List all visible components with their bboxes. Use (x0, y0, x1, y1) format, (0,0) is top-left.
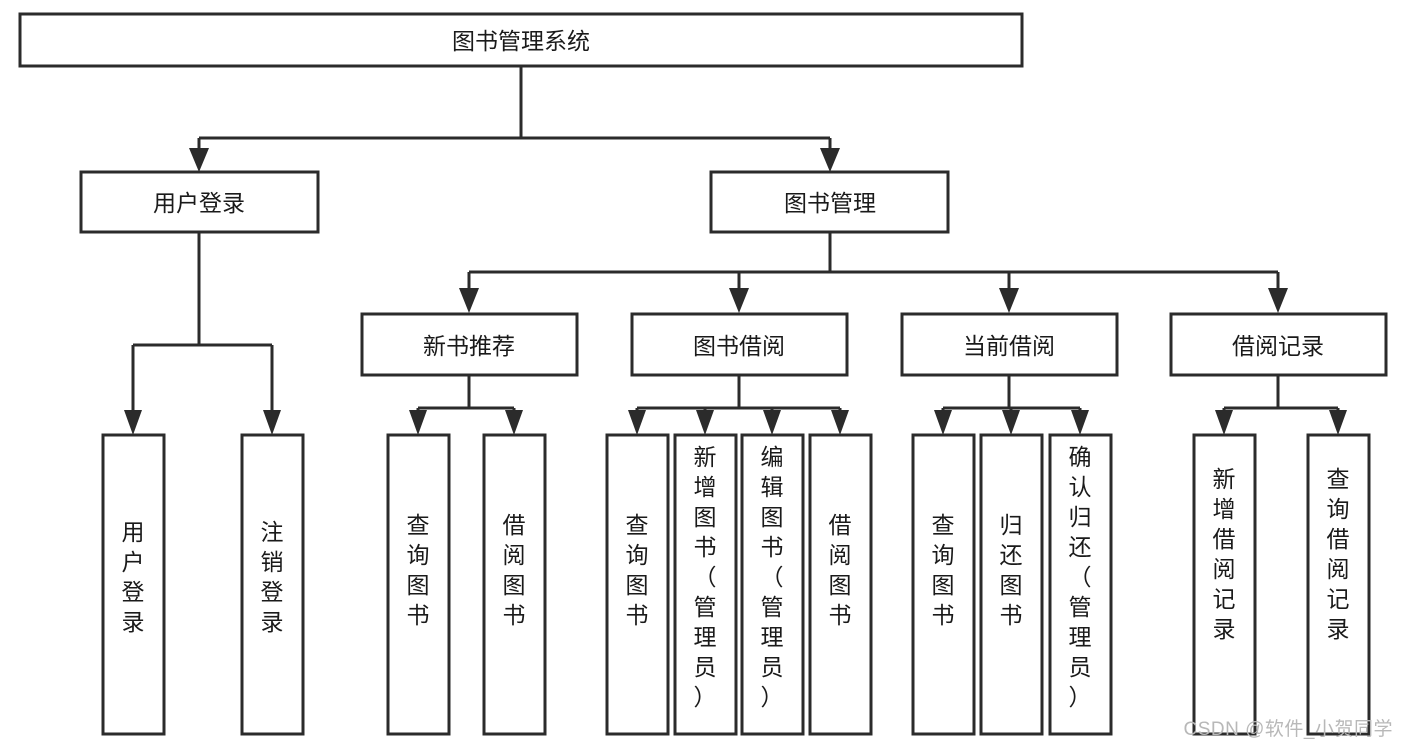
connector-group-borrow-record-to-leaves (1215, 375, 1347, 435)
arrow-head-leaf-query-book-3 (934, 410, 952, 435)
node-leaf-query-book-3-label: 查询图书 (932, 512, 955, 628)
node-user-login-box[interactable] (79, 170, 320, 234)
arrow-head-user-login (189, 148, 209, 172)
connector-group-new-book-recommend-to-leaves (409, 375, 523, 435)
arrow-head-leaf-add-record (1215, 410, 1233, 435)
arrow-head-leaf-edit-book (763, 410, 781, 435)
node-current-borrow[interactable]: 当前借阅 (900, 312, 1119, 377)
arrow-head-current-borrow (999, 288, 1019, 313)
arrow-head-book-borrow (729, 288, 749, 313)
node-leaf-query-book-1-label: 查询图书 (407, 512, 430, 628)
node-leaf-query-record[interactable]: 查询借阅记录 (1306, 433, 1371, 736)
node-leaf-query-book-2-label: 查询图书 (626, 512, 649, 628)
node-leaf-borrow-book-1[interactable]: 借阅图书 (482, 433, 547, 736)
node-leaf-user-login-label: 用户登录 (122, 519, 145, 635)
node-leaf-add-book[interactable]: 新增图书（管理员） (673, 433, 738, 736)
node-leaf-edit-book[interactable]: 编辑图书（管理员） (740, 433, 805, 736)
node-user-login-label: 用户登录 (153, 190, 245, 216)
node-leaf-confirm-return-box[interactable] (1048, 433, 1113, 736)
connector-group-book-management-to-level2 (459, 232, 1288, 313)
node-leaf-query-book-2-box[interactable] (605, 433, 670, 736)
node-leaf-return-book[interactable]: 归还图书 (979, 433, 1044, 736)
node-borrow-record[interactable]: 借阅记录 (1169, 312, 1388, 377)
node-leaf-query-record-box[interactable] (1306, 433, 1371, 736)
node-book-borrow-box[interactable] (630, 312, 849, 377)
node-leaf-user-logout-box[interactable] (240, 433, 305, 736)
arrow-head-leaf-borrow-book-2 (831, 410, 849, 435)
node-leaf-return-book-label: 归还图书 (1000, 512, 1023, 628)
arrow-head-borrow-record (1268, 288, 1288, 313)
node-new-book-recommend-box[interactable] (360, 312, 579, 377)
node-leaf-edit-book-box[interactable] (740, 433, 805, 736)
node-leaf-add-record-label: 新增借阅记录 (1213, 466, 1236, 642)
arrow-head-leaf-user-logout (263, 410, 281, 435)
node-leaf-user-logout[interactable]: 注销登录 (240, 433, 305, 736)
node-leaf-edit-book-label: 编辑图书（管理员） (761, 444, 784, 710)
node-leaf-query-book-1-box[interactable] (386, 433, 451, 736)
node-leaf-return-book-box[interactable] (979, 433, 1044, 736)
node-leaf-add-record-box[interactable] (1192, 433, 1257, 736)
node-root-label: 图书管理系统 (452, 28, 590, 54)
node-leaf-confirm-return[interactable]: 确认归还（管理员） (1048, 433, 1113, 736)
node-borrow-record-label: 借阅记录 (1232, 333, 1324, 359)
arrow-head-leaf-query-book-1 (409, 410, 427, 435)
node-current-borrow-box[interactable] (900, 312, 1119, 377)
node-book-borrow-label: 图书借阅 (693, 333, 785, 359)
node-leaf-query-book-2[interactable]: 查询图书 (605, 433, 670, 736)
node-leaf-borrow-book-1-box[interactable] (482, 433, 547, 736)
arrow-head-book-management (820, 148, 840, 172)
node-borrow-record-box[interactable] (1169, 312, 1388, 377)
node-leaf-borrow-book-2-label: 借阅图书 (829, 512, 852, 628)
node-root[interactable]: 图书管理系统 (18, 12, 1024, 68)
node-leaf-user-login-box[interactable] (101, 433, 166, 736)
arrow-head-leaf-return-book (1002, 410, 1020, 435)
node-user-login[interactable]: 用户登录 (79, 170, 320, 234)
node-leaf-query-book-1[interactable]: 查询图书 (386, 433, 451, 736)
node-book-management[interactable]: 图书管理 (709, 170, 950, 234)
node-new-book-recommend-label: 新书推荐 (423, 333, 515, 359)
arrow-head-leaf-query-book-2 (628, 410, 646, 435)
arrow-head-leaf-add-book (696, 410, 714, 435)
arrow-head-leaf-query-record (1329, 410, 1347, 435)
node-leaf-user-login[interactable]: 用户登录 (101, 433, 166, 736)
arrow-head-leaf-confirm-return (1071, 410, 1089, 435)
node-leaf-query-record-label: 查询借阅记录 (1327, 466, 1350, 642)
node-leaf-borrow-book-2-box[interactable] (808, 433, 873, 736)
arrow-head-leaf-user-login (124, 410, 142, 435)
arrow-head-new-book-recommend (459, 288, 479, 313)
node-leaf-user-logout-label: 注销登录 (261, 519, 284, 635)
node-leaf-borrow-book-2[interactable]: 借阅图书 (808, 433, 873, 736)
node-leaf-add-book-box[interactable] (673, 433, 738, 736)
node-root-box[interactable] (18, 12, 1024, 68)
connector-group-user-login-to-leaves (124, 232, 281, 435)
node-leaf-query-book-3[interactable]: 查询图书 (911, 433, 976, 736)
node-leaf-add-book-label: 新增图书（管理员） (694, 444, 717, 710)
node-leaf-add-record[interactable]: 新增借阅记录 (1192, 433, 1257, 736)
connector-group-root-to-level1 (189, 66, 840, 172)
node-book-borrow[interactable]: 图书借阅 (630, 312, 849, 377)
connector-group-book-borrow-to-leaves (628, 375, 849, 435)
node-new-book-recommend[interactable]: 新书推荐 (360, 312, 579, 377)
arrow-head-leaf-borrow-book-1 (505, 410, 523, 435)
node-book-management-box[interactable] (709, 170, 950, 234)
node-leaf-confirm-return-label: 确认归还（管理员） (1069, 444, 1092, 710)
node-leaf-query-book-3-box[interactable] (911, 433, 976, 736)
node-book-management-label: 图书管理 (784, 190, 876, 216)
connector-group-current-borrow-to-leaves (934, 375, 1089, 435)
node-current-borrow-label: 当前借阅 (963, 333, 1055, 359)
node-leaf-borrow-book-1-label: 借阅图书 (503, 512, 526, 628)
